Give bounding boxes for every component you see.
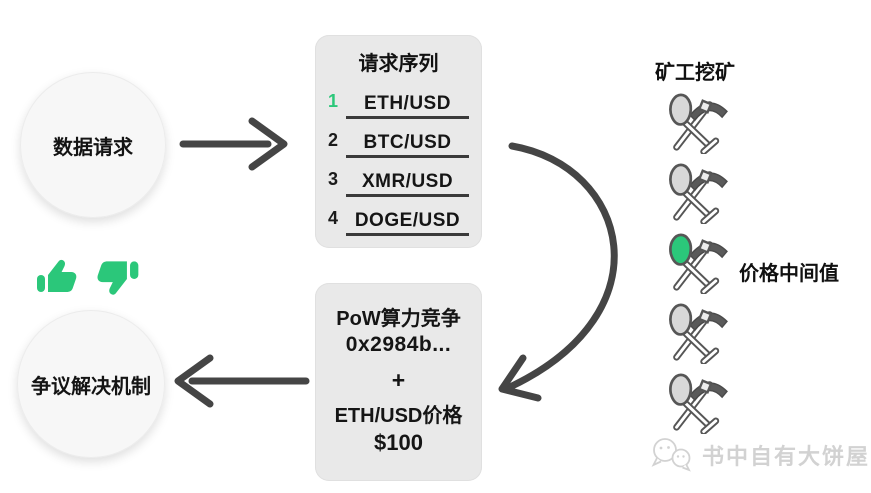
price-median-label: 价格中间值 [739, 263, 839, 285]
miner-pickaxe-shovel-icon [660, 92, 728, 154]
miners-title: 矿工挖矿 [655, 62, 735, 84]
request-row-number: 1 [328, 91, 339, 111]
pow-price-label: ETH/USD价格 [334, 404, 463, 427]
miner-pickaxe-shovel-icon [660, 302, 728, 364]
pow-hash: 0x2984b... [345, 332, 452, 356]
dispute-resolution-node: 争议解决机制 [17, 310, 165, 458]
thumb-up-icon [37, 259, 77, 292]
request-sequence-box: 请求序列 1 ETH/USD 2 BTC/USD 3 XMR/USD 4 DOG… [315, 35, 482, 248]
watermark-text: 书中自有大饼屋 [702, 443, 871, 469]
miner-icon-stack [660, 92, 728, 434]
wechat-logo-icon [651, 438, 691, 472]
miner-pickaxe-shovel-icon [660, 162, 728, 224]
thumb-down-icon [97, 261, 139, 295]
request-row-number: 2 [328, 130, 339, 150]
request-sequence-title: 请求序列 [358, 53, 439, 75]
request-row-pair: XMR/USD [346, 171, 469, 197]
arrow-left [174, 354, 310, 408]
request-row: 1 ETH/USD [328, 80, 469, 119]
request-row: 2 BTC/USD [328, 119, 469, 158]
watermark: 书中自有大饼屋 [650, 437, 870, 472]
miner-pickaxe-shovel-icon [660, 372, 728, 434]
pow-price-value: $100 [374, 429, 423, 455]
request-row-pair: BTC/USD [346, 132, 469, 158]
request-row-pair: ETH/USD [346, 93, 469, 119]
miner-pickaxe-shovel-icon-highlighted [660, 232, 728, 294]
pow-title: PoW算力竞争 [336, 307, 461, 330]
plus-sign: + [391, 366, 406, 393]
request-row-number: 4 [328, 208, 339, 228]
request-row: 4 DOGE/USD [328, 197, 469, 236]
request-row: 3 XMR/USD [328, 158, 469, 197]
request-row-pair: DOGE/USD [346, 210, 469, 236]
data-request-node: 数据请求 [20, 72, 166, 218]
request-row-number: 3 [328, 169, 339, 189]
dispute-resolution-label: 争议解决机制 [31, 375, 151, 398]
curved-arrow [498, 142, 618, 402]
arrow-right [179, 117, 288, 171]
data-request-label: 数据请求 [53, 136, 133, 159]
pow-result-box: PoW算力竞争 0x2984b... + ETH/USD价格 $100 [315, 283, 482, 481]
